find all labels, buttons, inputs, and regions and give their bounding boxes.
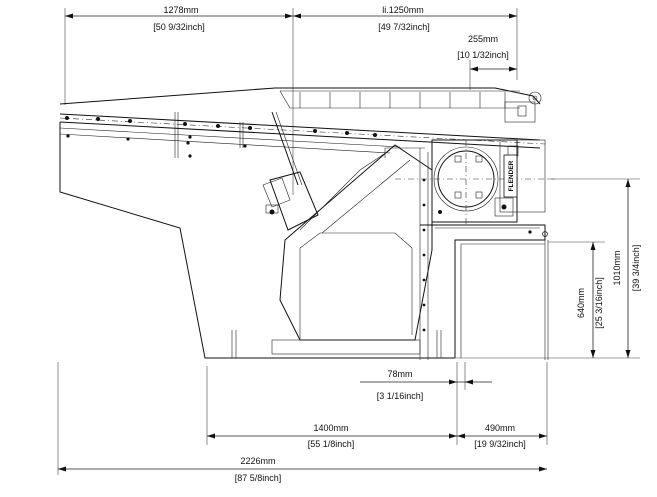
right-dimension-group: 1010mm [39 3/4inch] 640mm [25 3/16inch] — [455, 178, 641, 359]
hopper-structure — [231, 144, 442, 360]
dim-base-right-inch: [19 9/32inch] — [474, 439, 526, 449]
belt-bolts — [65, 116, 377, 158]
conveyor-frame — [59, 87, 546, 359]
dim-right-mid-inch: [25 3/16inch] — [594, 277, 604, 329]
dim-base-right-mm: 490mm — [485, 423, 515, 433]
dim-overall-inch: [87 5/8inch] — [235, 473, 282, 483]
bottom-dimension-group: 78mm [3 1/16inch] 1400mm [55 1/8inch] 49… — [57, 362, 548, 483]
discharge-frame — [454, 239, 549, 360]
dim-right-mid-mm: 640mm — [576, 288, 586, 318]
dim-upper-small-inch: [10 1/32inch] — [457, 50, 509, 60]
brand-plate-label: FLENDER — [508, 160, 515, 191]
dim-top-right-mm: li.1250mm — [382, 5, 424, 15]
dim-base-mid-inch: [55 1/8inch] — [308, 439, 355, 449]
dim-top-left-inch: [50 9/32inch] — [153, 22, 205, 32]
dim-right-tall-mm: 1010mm — [612, 250, 622, 285]
brand-plate — [503, 154, 518, 198]
dim-top-right-inch: [49 7/32inch] — [378, 22, 430, 32]
dim-gap-mm: 78mm — [387, 369, 412, 379]
dim-overall-mm: 2226mm — [240, 456, 275, 466]
dim-top-left-mm: 1278mm — [163, 5, 198, 15]
dim-gap-inch: [3 1/16inch] — [377, 391, 424, 401]
dim-right-tall-inch: [39 3/4inch] — [631, 245, 641, 292]
top-dimension-group: 1278mm [50 9/32inch] li.1250mm [49 7/32i… — [64, 5, 518, 195]
side-motor — [262, 111, 391, 231]
dim-upper-small-mm: 255mm — [468, 34, 498, 44]
dim-base-mid-mm: 1400mm — [313, 423, 348, 433]
drive-unit: FLENDER — [395, 139, 555, 241]
